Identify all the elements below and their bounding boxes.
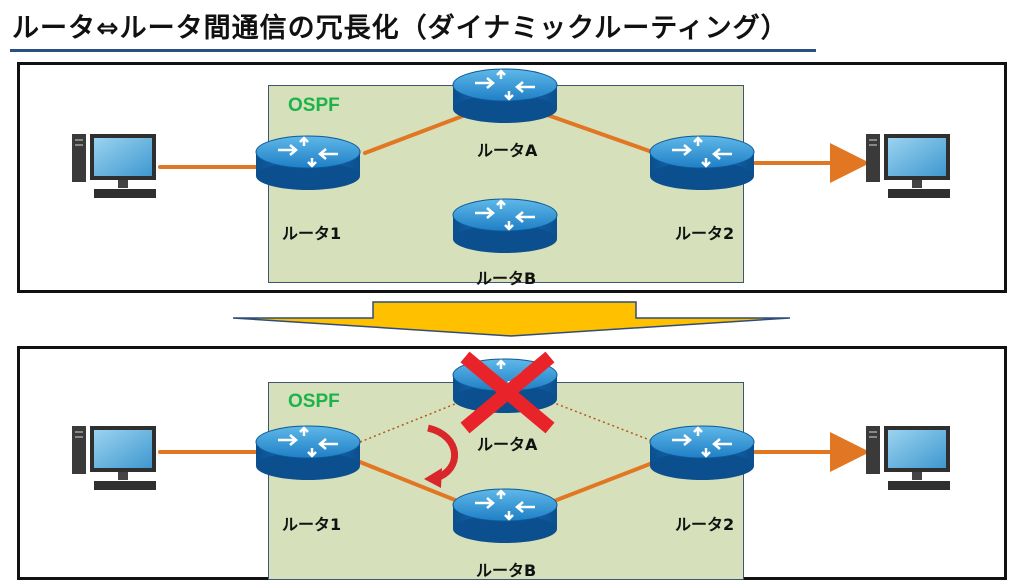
- title-underline: [10, 49, 816, 52]
- router-label-1: ルータ1: [282, 515, 342, 534]
- page-title: ルータ⇔ルータ間通信の冗長化（ダイナミックルーティング）: [12, 13, 789, 44]
- router-label-2: ルータ2: [675, 515, 735, 534]
- top-panel-normal: OSPF ルータ1 ルータA ルータB ルータ2: [17, 62, 1007, 293]
- router-label-a: ルータA: [477, 141, 538, 160]
- ospf-label: OSPF: [288, 391, 340, 412]
- ospf-label: OSPF: [288, 95, 340, 116]
- router-label-b: ルータB: [476, 269, 537, 288]
- bottom-panel-failover: OSPF ルータ1 ルータA ルータB ルータ2: [17, 346, 1007, 580]
- router-label-b: ルータB: [476, 561, 537, 580]
- router-label-a: ルータA: [477, 435, 538, 454]
- router-label-1: ルータ1: [282, 224, 342, 243]
- router-label-2: ルータ2: [675, 224, 735, 243]
